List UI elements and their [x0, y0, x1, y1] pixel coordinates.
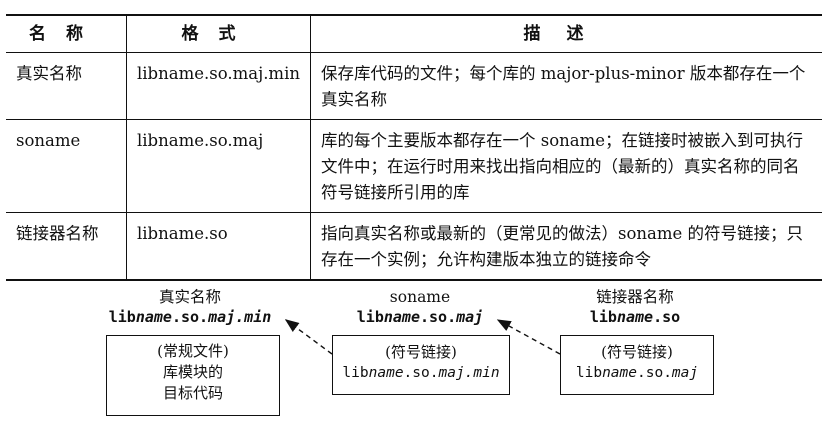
- cell-name: soname: [6, 119, 127, 213]
- linker-name-label: 链接器名称 libname.so: [560, 287, 710, 327]
- table-header-row: 名称 格式 描述: [6, 14, 822, 53]
- soname-box: (符号链接) libname.so.maj.min: [332, 335, 510, 395]
- table-row: 真实名称 libname.so.maj.min 保存库代码的文件；每个库的 ma…: [6, 52, 822, 120]
- table-row: soname libname.so.maj 库的每个主要版本都存在一个 sona…: [6, 119, 822, 213]
- box-target: libname.so.maj: [575, 365, 699, 381]
- box-line: 库模块的: [162, 363, 223, 381]
- linker-to-soname-arrow: [496, 319, 561, 355]
- header-name: 名称: [6, 14, 127, 53]
- box-line: (常规文件): [157, 342, 229, 360]
- linker-name-box: (符号链接) libname.so.maj: [560, 335, 714, 395]
- real-name-label: 真实名称 libname.so.maj.min: [100, 287, 280, 327]
- cell-description: 保存库代码的文件；每个库的 major-plus-minor 版本都存在一个真实…: [310, 52, 822, 120]
- cell-format: libname.so.maj.min: [126, 52, 311, 120]
- linker-name-filename: libname.so: [589, 308, 681, 326]
- cell-format: libname.so.maj: [126, 119, 311, 213]
- real-name-title: 真实名称: [158, 288, 221, 306]
- soname-filename: libname.so.maj: [356, 308, 484, 326]
- library-names-table: 名称 格式 描述 真实名称 libname.so.maj.min 保存库代码的文…: [6, 14, 822, 281]
- box-label: (符号链接): [385, 343, 457, 361]
- cell-format: libname.so: [126, 212, 311, 281]
- header-format: 格式: [126, 14, 311, 53]
- table-row: 链接器名称 libname.so 指向真实名称或最新的（更常见的做法）sonam…: [6, 212, 822, 281]
- header-description: 描述: [310, 14, 822, 53]
- cell-name: 真实名称: [6, 52, 127, 120]
- cell-name: 链接器名称: [6, 212, 127, 281]
- cell-description: 库的每个主要版本都存在一个 soname；在链接时被嵌入到可执行文件中；在运行时…: [310, 119, 822, 213]
- box-line: 目标代码: [162, 384, 223, 402]
- box-target: libname.so.maj.min: [342, 365, 500, 381]
- cell-description: 指向真实名称或最新的（更常见的做法）soname 的符号链接；只存在一个实例；允…: [310, 212, 822, 281]
- real-name-box: (常规文件) 库模块的 目标代码: [106, 335, 280, 416]
- soname-label: soname libname.so.maj: [340, 287, 500, 327]
- linker-name-title: 链接器名称: [596, 288, 674, 306]
- soname-to-real-arrow: [284, 319, 333, 355]
- box-label: (符号链接): [601, 343, 673, 361]
- soname-title: soname: [389, 288, 451, 306]
- real-name-filename: libname.so.maj.min: [108, 308, 272, 326]
